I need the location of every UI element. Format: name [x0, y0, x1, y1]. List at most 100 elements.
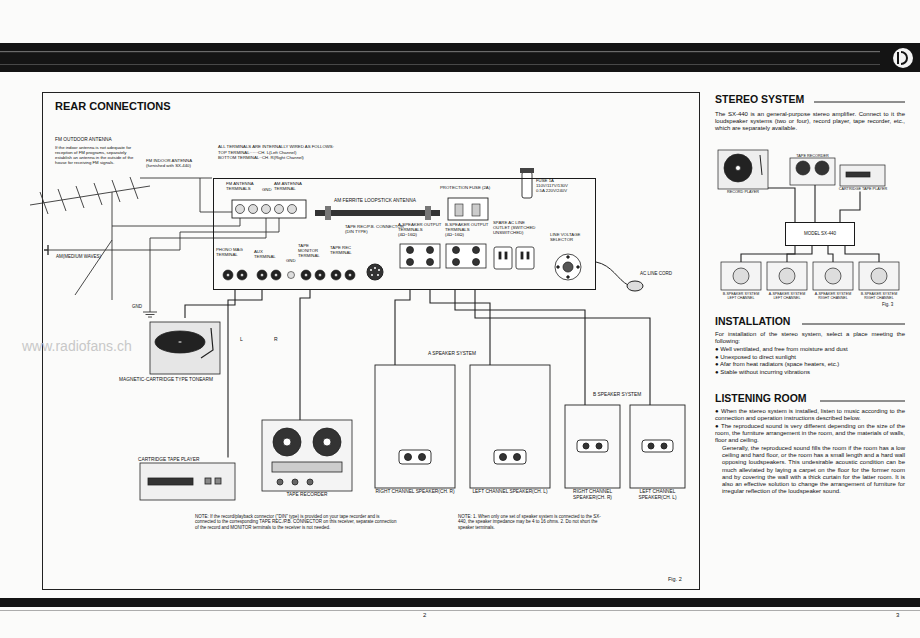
am-wire	[48, 218, 279, 250]
node-label: B-SPEAKER SYSTEM LEFT CHANNEL	[720, 291, 762, 300]
note-text: TOP TERMINAL······CH. L(Left Channel)	[218, 150, 296, 155]
body-text: Generally, the reproduced sound fills th…	[722, 445, 905, 495]
speaker-box: A-SPEAKER SYSTEM LEFT CHANNEL	[766, 262, 808, 300]
ac-outlets	[527, 252, 529, 259]
voltage-selector	[555, 254, 581, 280]
cable-line	[840, 191, 860, 222]
ac-outlets	[505, 252, 507, 259]
node-label: AM FERRITE LOOPSTICK ANTENNA	[334, 198, 416, 204]
terminal-label: TAPE REC/P.B. CONNECTOR (DIN TYPE)	[345, 224, 405, 234]
part-label: AC LINE CORD	[640, 271, 672, 276]
note-text: If the indoor antenna is not adequate fo…	[55, 145, 143, 166]
cable-line	[787, 246, 812, 262]
input-jacks	[315, 270, 325, 280]
heading-rule	[802, 324, 905, 325]
tape-recorder	[277, 479, 283, 485]
node-figure-area	[766, 262, 808, 291]
speaker-terminals	[453, 259, 460, 266]
node-figure-area	[375, 365, 455, 488]
input-jacks	[227, 274, 230, 277]
speaker-cabinet	[494, 450, 526, 464]
speaker-terminals	[446, 244, 486, 268]
body-text: For installation of the stereo system, s…	[715, 331, 905, 345]
input-jacks	[261, 274, 264, 277]
node-label: A-SPEAKER SYSTEM LEFT CHANNEL	[766, 291, 808, 300]
turntable	[178, 341, 182, 343]
ac-outlets	[521, 252, 523, 259]
input-jacks	[223, 270, 355, 280]
group-label: A SPEAKER SYSTEM	[428, 351, 476, 357]
din-connector	[367, 264, 383, 280]
speaker-cabinet: RIGHT CHANNEL SPEAKER(CH. R)	[375, 365, 455, 495]
speaker-cabinet	[661, 443, 667, 449]
speaker-cabinet	[577, 440, 608, 452]
fuse-holder	[520, 168, 534, 198]
note-text: BOTTOM TERMINAL··CH. R(Right Channel)	[218, 155, 304, 160]
turntable	[150, 322, 220, 374]
speaker-cabinet	[630, 405, 685, 488]
din-connector	[370, 269, 372, 271]
fm-indoor-antenna	[140, 178, 232, 212]
cable-line	[475, 290, 650, 405]
header-band	[898, 52, 907, 64]
turntable	[155, 331, 205, 353]
node-label: MODEL SX-440	[804, 231, 836, 236]
speaker-cabinet	[375, 365, 455, 488]
part-label: PROTECTION FUSE (2A)	[440, 185, 490, 190]
terminal-label: SPARE AC LINE OUTLET (SWITCHED UNSWITCHE…	[493, 220, 541, 235]
voltage-selector	[557, 266, 560, 269]
speaker-cabinet	[514, 454, 521, 461]
bullet-text: ● Afar from heat radiators (space heater…	[715, 361, 905, 368]
node-figure-area	[780, 158, 845, 185]
fm-indoor-antenna	[140, 178, 232, 212]
body-text: The SX-440 is an general-purpose stereo …	[715, 111, 905, 133]
note-text: ALL TERMINALS ARE INTERNALLY WIRED AS FO…	[218, 144, 343, 149]
node-label: RECORD PLAYER	[718, 189, 768, 194]
tape-recorder	[292, 479, 298, 485]
fig3-devices	[760, 155, 762, 175]
part-label: LINE VOLTAGE SELECTOR	[550, 232, 592, 242]
ac-outlets	[499, 252, 501, 259]
am-wire	[44, 245, 48, 255]
ac-line-cord	[596, 262, 643, 291]
speaker-cabinet	[500, 454, 507, 461]
fm-outdoor-antenna	[30, 177, 150, 300]
terminal-label: AM ANTENNA TERMINAL	[274, 181, 310, 191]
din-connector	[377, 274, 379, 276]
am-wire	[44, 218, 279, 255]
fig3-devices	[718, 150, 768, 189]
ferrite-antenna	[425, 206, 431, 220]
speaker-cabinet	[399, 450, 431, 464]
node-label: TAPE RECORDER	[262, 491, 352, 498]
note-text: NOTE: If the record/playback connector (…	[195, 514, 400, 530]
fig3-devices	[813, 262, 853, 290]
section-heading: LISTENING ROOM	[715, 392, 807, 405]
bullet-text: ● Well ventilated, and free from moistur…	[715, 346, 905, 353]
speaker-cabinet	[375, 365, 685, 488]
protection-fuse	[472, 204, 480, 216]
cable-line	[814, 185, 815, 222]
protection-fuse	[455, 204, 463, 216]
part-label: AM(MEDIUM WAVES)	[56, 254, 101, 259]
fm-outdoor-antenna	[30, 177, 240, 300]
fig3-devices	[721, 262, 761, 290]
callout-label: FM INDOOR ANTENNA (furnished with SX-440…	[146, 158, 212, 168]
fuse-holder	[522, 172, 532, 198]
tape-recorder	[307, 479, 313, 485]
voltage-selector	[563, 262, 573, 272]
heading-rule	[814, 102, 905, 103]
cartridge-player	[140, 463, 235, 500]
terminal-label: GND	[262, 187, 272, 192]
tape-recorder	[273, 428, 301, 456]
node-figure-area	[565, 405, 620, 488]
tape-recorder	[283, 438, 291, 446]
node-label: CARTRIDGE TAPE PLAYER	[838, 186, 888, 191]
fig3-devices	[871, 268, 887, 284]
tape-recorder	[262, 420, 352, 491]
terminal-label: B-SPEAKER OUTPUT TERMINALS (4Ω~16Ω)	[445, 222, 489, 237]
ac-line-cord	[627, 281, 643, 291]
cable-line	[228, 290, 262, 458]
bullet-text: ● When the stereo system is installed, l…	[715, 408, 905, 422]
header-band	[0, 64, 880, 66]
ground-wire	[150, 218, 266, 312]
